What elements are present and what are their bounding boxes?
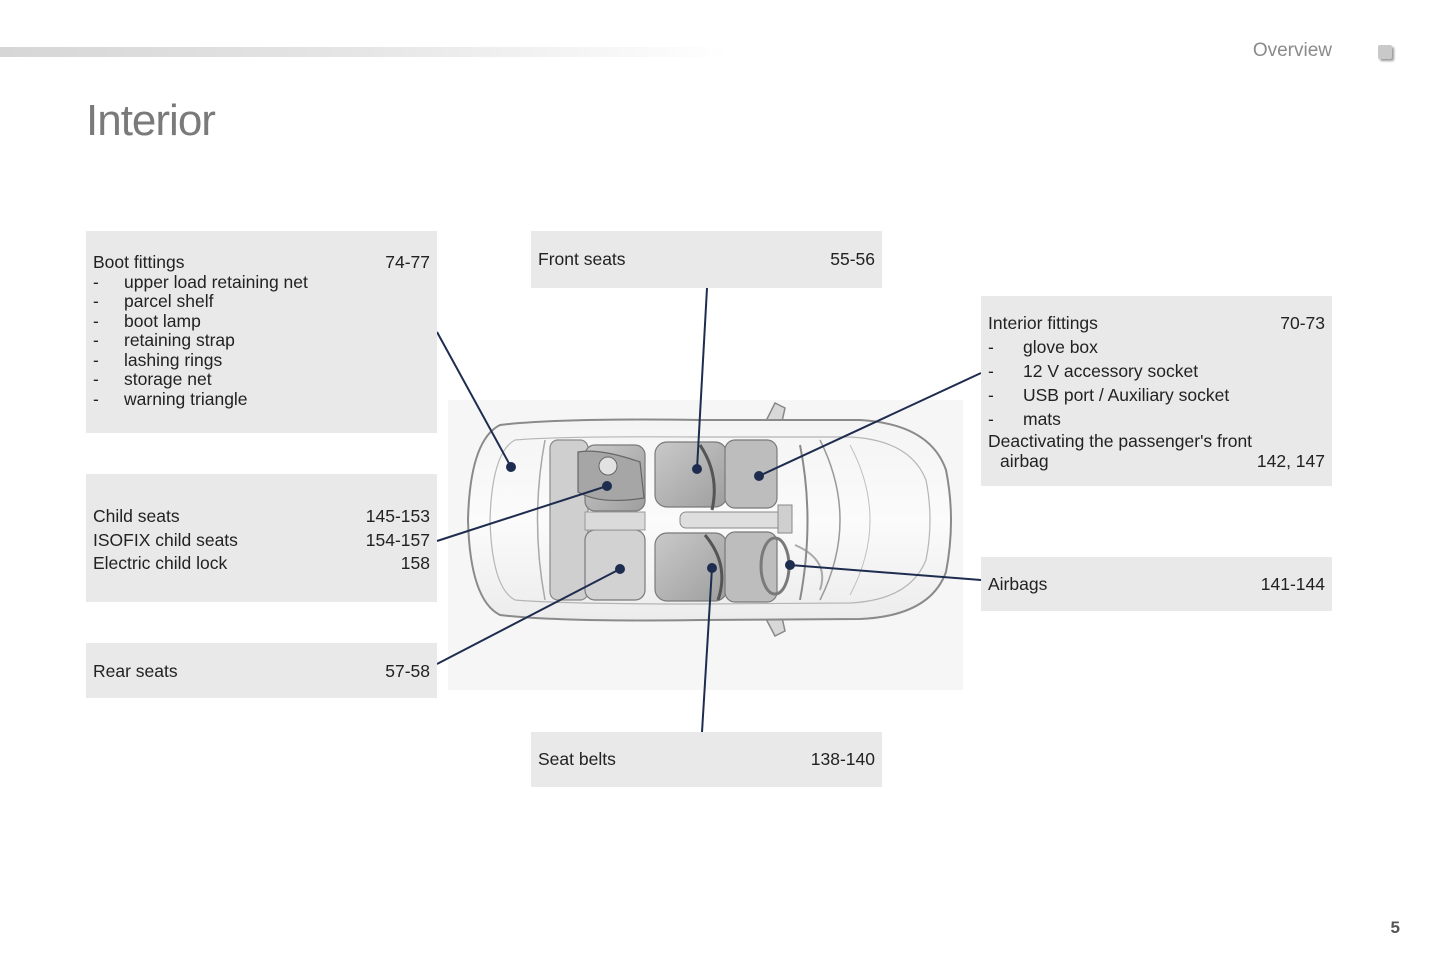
page-title: Interior bbox=[86, 96, 216, 145]
seat-belts-pages: 138-140 bbox=[810, 749, 875, 769]
front-seat-passenger bbox=[654, 441, 728, 508]
interior-fittings-panel: Interior fittings 70-73 -glove box -12 V… bbox=[981, 296, 1332, 486]
section-name: Overview bbox=[1252, 40, 1332, 61]
boot-fittings-pages: 74-77 bbox=[385, 252, 430, 272]
boot-fittings-panel: Boot fittings 74-77 -upper load retainin… bbox=[86, 231, 437, 433]
leader-child bbox=[436, 485, 608, 542]
isofix-row: ISOFIX child seats 154-157 bbox=[93, 529, 430, 550]
airbag-deactivation-line1: Deactivating the passenger's front bbox=[988, 431, 1253, 451]
airbags-pages: 141-144 bbox=[1260, 574, 1325, 594]
mirror-right bbox=[763, 612, 786, 637]
rear-seats-pages: 57-58 bbox=[385, 661, 430, 681]
list-item: -mats bbox=[988, 409, 1061, 429]
header-rule bbox=[0, 47, 730, 57]
airbags-label: Airbags bbox=[988, 574, 1048, 594]
leader-boot bbox=[436, 331, 512, 468]
leader-interior bbox=[758, 372, 982, 477]
list-item: -storage net bbox=[93, 369, 212, 389]
child-seats-panel: Child seats 145-153 ISOFIX child seats 1… bbox=[86, 474, 437, 602]
rear-seat-left bbox=[584, 444, 646, 512]
rear-seat-right bbox=[584, 529, 646, 601]
list-item: -parcel shelf bbox=[93, 291, 214, 311]
boot-fittings-heading: Boot fittings 74-77 bbox=[93, 252, 430, 273]
list-item: -glove box bbox=[988, 337, 1098, 357]
interior-fittings-list: -glove box -12 V accessory socket -USB p… bbox=[988, 335, 1325, 431]
list-item: -lashing rings bbox=[93, 349, 223, 370]
mirror-left bbox=[763, 401, 786, 427]
rear-seats-panel: Rear seats 57-58 bbox=[86, 643, 437, 698]
list-item: -upper load retaining net bbox=[93, 271, 308, 292]
page-number: 5 bbox=[1390, 918, 1400, 937]
list-item: -USB port / Auxiliary socket bbox=[988, 385, 1230, 405]
leader-front bbox=[696, 287, 708, 470]
car-body bbox=[466, 418, 952, 622]
seat-belts-panel: Seat belts 138-140 bbox=[531, 732, 882, 787]
steering-wheel bbox=[759, 536, 791, 596]
front-seats-panel: Front seats 55-56 bbox=[531, 231, 882, 288]
leader-rear bbox=[436, 568, 621, 665]
leader-lines bbox=[436, 287, 982, 733]
child-seats-row: Child seats 145-153 bbox=[93, 506, 430, 526]
boot-fittings-label: Boot fittings bbox=[93, 252, 185, 272]
boot-fittings-list: -upper load retaining net -parcel shelf … bbox=[93, 271, 430, 410]
interior-fittings-heading: Interior fittings 70-73 bbox=[988, 313, 1325, 333]
front-seats-label: Front seats bbox=[538, 249, 626, 269]
seat-belts-label: Seat belts bbox=[538, 749, 616, 769]
section-marker-icon bbox=[1378, 45, 1392, 59]
list-item: -boot lamp bbox=[93, 310, 201, 331]
front-seats-pages: 55-56 bbox=[830, 249, 875, 269]
rear-seats-label: Rear seats bbox=[93, 661, 178, 681]
diagram-backdrop bbox=[448, 400, 963, 690]
front-seat-driver bbox=[654, 532, 728, 602]
leader-belts bbox=[701, 567, 713, 733]
list-item: -warning triangle bbox=[93, 388, 248, 409]
leader-airbags bbox=[789, 564, 982, 581]
airbag-deactivation-line2: airbag 142, 147 bbox=[1000, 451, 1325, 471]
child-lock-row: Electric child lock 158 bbox=[93, 553, 430, 573]
rear-seat-back bbox=[549, 439, 589, 601]
leader-dots bbox=[506, 462, 795, 574]
list-item: -retaining strap bbox=[93, 330, 235, 350]
airbags-panel: Airbags 141-144 bbox=[981, 557, 1332, 611]
list-item: -12 V accessory socket bbox=[988, 361, 1199, 381]
